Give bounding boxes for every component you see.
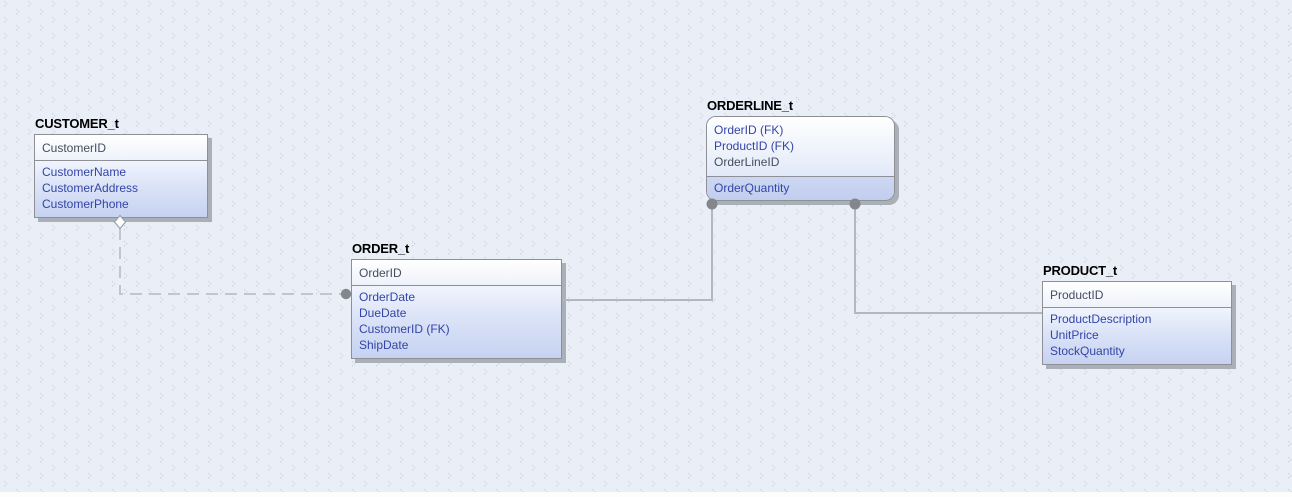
entity-customer-key-area: CustomerID [35,135,207,161]
pk-attribute-fk: ProductID (FK) [714,139,795,153]
entity-order[interactable]: ORDER_t OrderID OrderDate DueDate Custom… [351,241,562,359]
canvas-bottom-edge [0,492,1292,497]
entity-orderline-box[interactable]: OrderID (FK) ProductID (FK) OrderLineID … [706,116,895,201]
attribute: CustomerAddress [42,181,139,195]
entity-product-title: PRODUCT_t [1043,263,1118,278]
entity-order-attr-area: OrderDate DueDate CustomerID (FK) ShipDa… [352,286,561,358]
attribute: CustomerPhone [42,197,129,211]
attribute: UnitPrice [1050,328,1099,342]
entity-product-box[interactable]: ProductID ProductDescription UnitPrice S… [1042,281,1232,365]
entity-orderline[interactable]: ORDERLINE_t OrderID (FK) ProductID (FK) … [706,98,895,201]
attribute: CustomerName [42,165,127,179]
attribute: OrderDate [359,290,416,304]
entity-orderline-key-area: OrderID (FK) ProductID (FK) OrderLineID [707,117,894,177]
attribute: StockQuantity [1050,344,1125,358]
attribute: ProductDescription [1050,312,1152,326]
entity-customer-box[interactable]: CustomerID CustomerName CustomerAddress … [34,134,208,218]
entity-orderline-attr-area: OrderQuantity [707,177,894,200]
entity-order-key-area: OrderID [352,260,561,286]
attribute: ShipDate [359,338,409,352]
entity-customer-title: CUSTOMER_t [35,116,119,131]
attribute: CustomerID (FK) [359,322,450,336]
entity-product[interactable]: PRODUCT_t ProductID ProductDescription U… [1042,263,1232,365]
attribute: DueDate [359,306,407,320]
entity-customer-attr-area: CustomerName CustomerAddress CustomerPho… [35,161,207,217]
pk-attribute: CustomerID [42,141,107,155]
pk-attribute-fk: OrderID (FK) [714,123,784,137]
pk-attribute: OrderLineID [714,155,780,169]
entity-order-title: ORDER_t [352,241,410,256]
entity-order-box[interactable]: OrderID OrderDate DueDate CustomerID (FK… [351,259,562,359]
entity-product-attr-area: ProductDescription UnitPrice StockQuanti… [1043,308,1231,364]
pk-attribute: ProductID [1050,288,1104,302]
entity-orderline-title: ORDERLINE_t [707,98,793,113]
entity-customer[interactable]: CUSTOMER_t CustomerID CustomerName Custo… [34,116,208,218]
attribute: OrderQuantity [714,181,790,195]
entity-product-key-area: ProductID [1043,282,1231,308]
pk-attribute: OrderID [359,266,402,280]
